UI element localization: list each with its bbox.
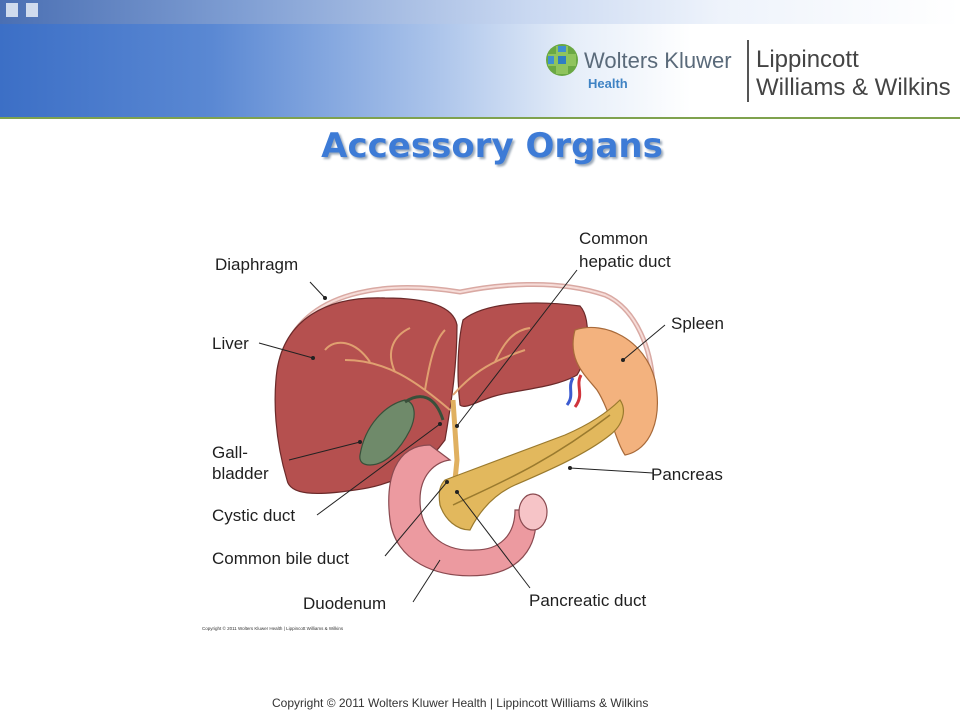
wolters-kluwer-logo-icon	[546, 44, 578, 76]
footer-copyright: Copyright © 2011 Wolters Kluwer Health |…	[272, 696, 649, 710]
figure-copyright: Copyright © 2011 Wolters Kluwer Health |…	[202, 626, 344, 631]
accessory-organs-diagram: Diaphragm Liver Gall- bladder Cystic duc…	[195, 210, 775, 640]
slide-title: Accessory Organs	[321, 126, 663, 166]
cystic-duct-shape	[404, 395, 445, 421]
brand-primary: Wolters Kluwer	[584, 48, 732, 73]
slide-header: Wolters Kluwer Health Lippincott William…	[0, 0, 960, 118]
label-diaphragm: Diaphragm	[215, 255, 299, 274]
leader-dots	[311, 296, 625, 494]
label-gallbladder-line1: Gall-	[212, 443, 248, 462]
splenic-artery	[573, 374, 583, 408]
liver-right-lobe-shape	[457, 302, 588, 407]
label-cystic-duct: Cystic duct	[212, 506, 296, 525]
label-common-hepatic-duct-line1: Common	[579, 229, 648, 248]
publisher-logo: Wolters Kluwer Health Lippincott William…	[540, 40, 960, 104]
decorative-square	[6, 3, 18, 17]
splenic-vein	[565, 377, 575, 406]
label-pancreatic-duct: Pancreatic duct	[529, 591, 647, 610]
spleen-shape	[572, 326, 658, 456]
gallbladder-shape	[359, 399, 415, 466]
hepatic-vessels	[324, 327, 531, 411]
pancreatic-duct-shape	[452, 414, 611, 506]
header-top-strip	[0, 0, 960, 24]
label-common-bile-duct: Common bile duct	[212, 549, 350, 568]
anatomy-illustration	[258, 269, 666, 603]
brand-sub: Health	[588, 76, 628, 91]
label-duodenum: Duodenum	[303, 594, 387, 613]
pancreas-shape	[438, 399, 624, 531]
decorative-square	[26, 3, 38, 17]
leader-lines	[258, 269, 666, 603]
header-rule	[0, 117, 960, 119]
label-common-hepatic-duct-line2: hepatic duct	[579, 252, 671, 271]
label-gallbladder-line2: bladder	[212, 464, 269, 483]
label-pancreas: Pancreas	[651, 465, 723, 484]
duodenum-lumen	[518, 493, 548, 531]
label-liver: Liver	[212, 334, 249, 353]
brand-secondary-line1: Lippincott	[756, 46, 859, 73]
brand-divider	[747, 40, 749, 102]
label-spleen: Spleen	[671, 314, 724, 333]
brand-secondary-line2: Williams & Wilkins	[756, 74, 951, 101]
